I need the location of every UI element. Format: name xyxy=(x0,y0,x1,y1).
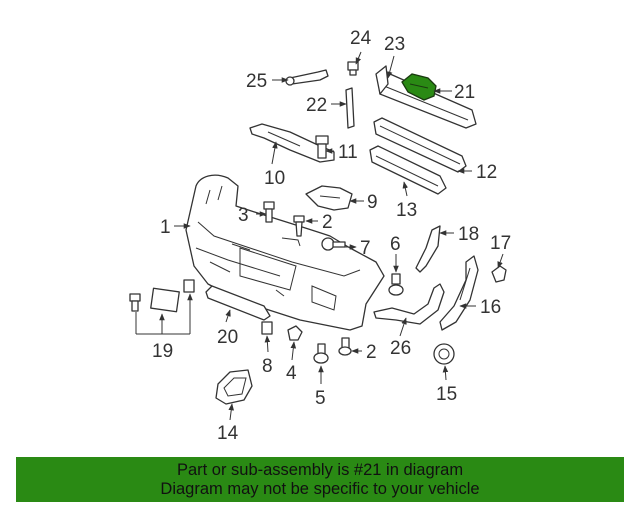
callout-13: 13 xyxy=(396,200,417,221)
callout-10: 10 xyxy=(264,168,285,189)
part-11-bolt xyxy=(315,135,329,159)
callout-23: 23 xyxy=(384,34,405,55)
leader-lines xyxy=(135,51,504,421)
callout-7: 7 xyxy=(360,238,371,259)
parts-diagram: 1 2 2 3 4 5 6 7 8 9 10 11 12 13 14 15 16… xyxy=(129,28,511,444)
callout-22: 22 xyxy=(306,95,327,116)
callout-20: 20 xyxy=(217,327,238,348)
part-20-strip xyxy=(205,285,271,321)
callout-9: 9 xyxy=(367,192,378,213)
part-2-clip-lower xyxy=(338,337,352,356)
callout-21: 21 xyxy=(454,82,475,103)
part-8-clip xyxy=(261,321,273,335)
callout-17: 17 xyxy=(490,233,511,254)
callout-24: 24 xyxy=(350,28,372,49)
part-17-clip xyxy=(491,265,507,283)
footer-line-1: Part or sub-assembly is #21 in diagram xyxy=(176,461,464,479)
callout-18: 18 xyxy=(458,224,479,245)
part-3-screw xyxy=(263,201,275,223)
footer-banner: Part or sub-assembly is #21 in diagram D… xyxy=(16,457,624,502)
callout-26: 26 xyxy=(390,338,411,359)
callout-15: 15 xyxy=(436,384,457,405)
part-7-bolt xyxy=(321,237,346,251)
callout-14: 14 xyxy=(217,423,239,444)
part-14-fog-bezel xyxy=(215,369,253,405)
callout-16: 16 xyxy=(480,297,501,318)
part-19-brackets xyxy=(129,279,195,313)
callout-labels: 1 2 2 3 4 5 6 7 8 9 10 11 12 13 14 15 16… xyxy=(152,28,511,444)
callout-2-upper: 2 xyxy=(322,212,333,233)
callout-25: 25 xyxy=(246,71,267,92)
footer-line-2: Diagram may not be specific to your vehi… xyxy=(160,480,480,498)
part-26-molding xyxy=(373,283,445,325)
callout-6: 6 xyxy=(390,234,401,255)
callout-3: 3 xyxy=(238,205,249,226)
part-15-fog-lamp xyxy=(433,343,455,365)
part-13-lower-reinforcement xyxy=(369,145,447,195)
part-5-bolt xyxy=(313,343,329,364)
callout-19: 19 xyxy=(152,341,173,362)
part-4-fastener xyxy=(287,325,303,341)
part-18-retainer xyxy=(415,225,441,273)
callout-1: 1 xyxy=(160,217,171,238)
callout-4: 4 xyxy=(286,363,297,384)
part-2-clip-upper xyxy=(293,215,305,237)
part-12-absorber xyxy=(373,117,467,173)
part-24-nut xyxy=(347,61,359,76)
callout-5: 5 xyxy=(315,388,326,409)
bumper-cover xyxy=(185,174,385,331)
part-9-bracket xyxy=(305,185,353,211)
callout-11: 11 xyxy=(338,142,358,163)
part-25-rod xyxy=(285,69,329,86)
callout-8: 8 xyxy=(262,356,273,377)
callout-2-lower: 2 xyxy=(366,342,377,363)
part-16-side-bracket xyxy=(439,255,479,331)
part-22-stay xyxy=(345,87,355,129)
part-10-bracket xyxy=(249,123,335,163)
part-6-bolt xyxy=(388,273,404,296)
callout-12: 12 xyxy=(476,162,497,183)
